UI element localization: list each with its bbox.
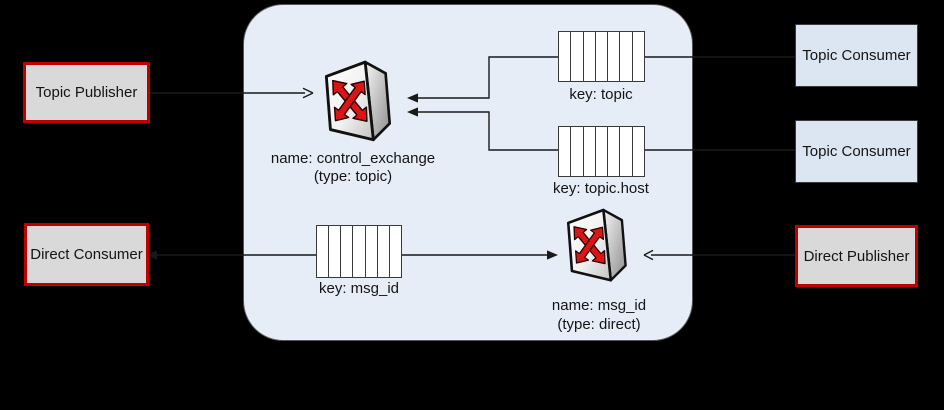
direct-exchange-switch-icon: [566, 208, 627, 282]
queue-slot: [378, 226, 390, 277]
topic-consumer-2-label: Topic Consumer: [802, 143, 911, 160]
direct-publisher-label: Direct Publisher: [803, 247, 910, 265]
queue-slot: [317, 226, 330, 277]
queue-slot: [633, 127, 644, 176]
control-exchange-name: name: control_exchange: [270, 150, 436, 167]
queue-slot: [390, 226, 401, 277]
queue-slot: [584, 127, 596, 176]
queue-topic-host-label: key: topic.host: [553, 180, 649, 197]
queue-slot: [584, 32, 596, 81]
topic-publisher-box: Topic Publisher: [23, 62, 150, 123]
queue-topic-host: [558, 126, 645, 177]
queue-topic: [558, 31, 645, 82]
queue-slot: [353, 226, 366, 277]
queue-slot: [571, 127, 584, 176]
direct-exchange-type: (type: direct): [557, 316, 641, 333]
queue-slot: [620, 32, 633, 81]
direct-exchange-name: name: msg_id: [551, 297, 647, 314]
queue-slot: [559, 32, 572, 81]
queue-slot: [620, 127, 633, 176]
queue-slot: [341, 226, 354, 277]
control-exchange-type: (type: topic): [313, 168, 393, 185]
queue-slot: [608, 127, 621, 176]
queue-slot: [571, 32, 584, 81]
queue-msg-id-label: key: msg_id: [318, 280, 400, 297]
control-exchange-switch-icon: [324, 60, 392, 142]
queue-slot: [596, 127, 609, 176]
queue-slot: [559, 127, 572, 176]
topic-publisher-label: Topic Publisher: [35, 84, 138, 101]
queue-slot: [366, 226, 378, 277]
queue-slot: [608, 32, 621, 81]
queue-slot: [596, 32, 609, 81]
queue-topic-label: key: topic: [569, 86, 633, 103]
queue-msg-id: [316, 225, 402, 278]
queue-slot: [329, 226, 342, 277]
topic-consumer-1-box: Topic Consumer: [795, 24, 918, 87]
queue-slot: [633, 32, 644, 81]
topic-consumer-2-box: Topic Consumer: [795, 120, 918, 183]
topic-consumer-1-label: Topic Consumer: [802, 47, 911, 64]
direct-consumer-box: Direct Consumer: [24, 223, 149, 286]
direct-publisher-box: Direct Publisher: [795, 225, 918, 287]
direct-consumer-label: Direct Consumer: [30, 246, 143, 263]
